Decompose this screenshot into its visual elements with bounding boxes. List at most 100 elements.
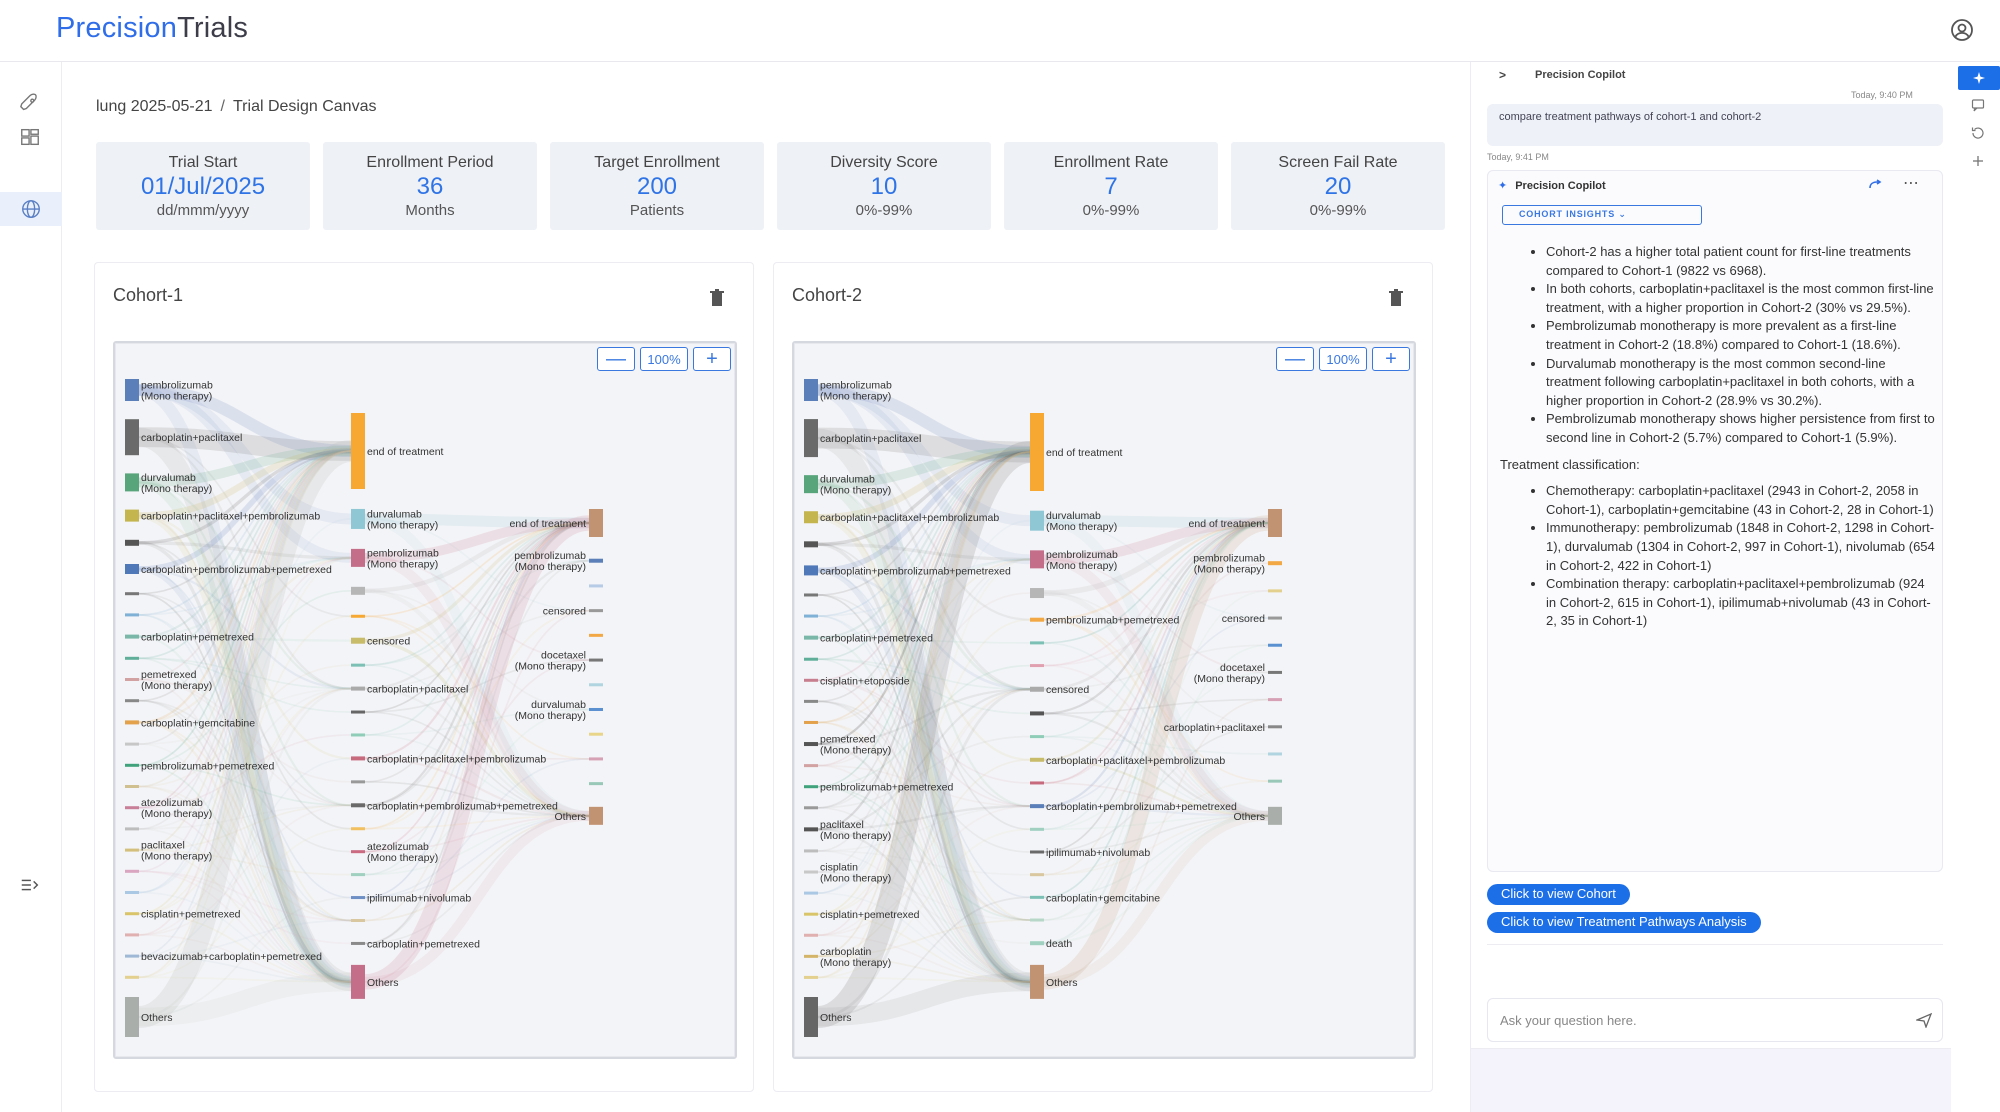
first-line-node[interactable] <box>125 720 139 725</box>
third-line-node[interactable] <box>589 806 603 825</box>
third-line-node[interactable] <box>1268 561 1282 566</box>
second-line-node[interactable] <box>351 413 365 489</box>
first-line-node[interactable] <box>125 975 139 979</box>
second-line-node[interactable] <box>1030 413 1044 491</box>
first-line-node[interactable] <box>804 419 818 458</box>
first-line-node[interactable] <box>125 848 139 852</box>
more-options-icon[interactable]: ⋯ <box>1903 175 1920 192</box>
second-line-node[interactable] <box>351 803 365 808</box>
second-line-node[interactable] <box>1030 588 1044 599</box>
first-line-node[interactable] <box>125 912 139 916</box>
second-line-node[interactable] <box>351 780 365 784</box>
second-line-node[interactable] <box>351 508 365 529</box>
first-line-node[interactable] <box>804 912 818 916</box>
copy-icon[interactable] <box>1868 179 1882 191</box>
second-line-node[interactable] <box>351 710 365 714</box>
first-line-node[interactable] <box>125 997 139 1037</box>
second-line-node[interactable] <box>1030 617 1044 622</box>
first-line-node[interactable] <box>125 634 139 639</box>
second-line-node[interactable] <box>351 873 365 877</box>
user-account-icon[interactable] <box>1950 18 1974 42</box>
first-line-node[interactable] <box>125 419 139 456</box>
third-line-node[interactable] <box>589 509 603 537</box>
second-line-node[interactable] <box>351 663 365 667</box>
first-line-node[interactable] <box>125 379 139 401</box>
second-line-node[interactable] <box>1030 510 1044 531</box>
second-line-node[interactable] <box>351 850 365 854</box>
first-line-node[interactable] <box>125 785 139 788</box>
third-line-node[interactable] <box>589 707 603 711</box>
third-line-node[interactable] <box>1268 643 1282 647</box>
second-line-node[interactable] <box>351 756 365 761</box>
second-line-node[interactable] <box>1030 918 1044 922</box>
second-line-node[interactable] <box>351 586 365 595</box>
first-line-node[interactable] <box>125 869 139 873</box>
third-line-node[interactable] <box>1268 509 1282 537</box>
first-line-node[interactable] <box>125 742 139 746</box>
third-line-node[interactable] <box>589 683 603 687</box>
second-line-node[interactable] <box>1030 873 1044 877</box>
first-line-node[interactable] <box>804 635 818 640</box>
first-line-node[interactable] <box>125 806 139 810</box>
nav-rocket[interactable] <box>15 90 45 116</box>
first-line-node[interactable] <box>125 539 139 546</box>
ask-question-input[interactable]: Ask your question here. <box>1487 998 1943 1042</box>
second-line-node[interactable] <box>351 941 365 945</box>
stat-diversity-score[interactable]: Diversity Score 10 0%-99% <box>777 142 991 230</box>
first-line-node[interactable] <box>804 827 818 832</box>
first-line-node[interactable] <box>804 699 818 703</box>
third-line-node[interactable] <box>589 558 603 563</box>
zoom-level[interactable]: 100% <box>640 347 688 371</box>
first-line-node[interactable] <box>125 699 139 703</box>
first-line-node[interactable] <box>804 785 818 789</box>
third-line-node[interactable] <box>1268 616 1282 620</box>
second-line-node[interactable] <box>1030 757 1044 762</box>
first-line-node[interactable] <box>804 614 818 618</box>
first-line-node[interactable] <box>804 593 818 597</box>
third-line-node[interactable] <box>1268 752 1282 756</box>
second-line-node[interactable] <box>1030 964 1044 999</box>
stat-enrollment-rate[interactable]: Enrollment Rate 7 0%-99% <box>1004 142 1218 230</box>
first-line-node[interactable] <box>804 933 818 937</box>
third-line-node[interactable] <box>589 633 603 637</box>
second-line-node[interactable] <box>1030 850 1044 854</box>
first-line-node[interactable] <box>804 742 818 747</box>
mini-chat[interactable] <box>1968 96 1988 114</box>
send-icon[interactable] <box>1916 1012 1932 1028</box>
stat-target-enrollment[interactable]: Target Enrollment 200 Patients <box>550 142 764 230</box>
mini-add[interactable] <box>1968 152 1988 170</box>
nav-expand[interactable] <box>15 872 45 898</box>
first-line-node[interactable] <box>804 997 818 1037</box>
sankey-canvas[interactable]: pembrolizumab(Mono therapy)carboplatin+p… <box>113 341 737 1059</box>
first-line-node[interactable] <box>125 678 139 681</box>
second-line-node[interactable] <box>1030 735 1044 739</box>
zoom-level[interactable]: 100% <box>1319 347 1367 371</box>
stat-screen-fail-rate[interactable]: Screen Fail Rate 20 0%-99% <box>1231 142 1445 230</box>
second-line-node[interactable] <box>351 733 365 737</box>
first-line-node[interactable] <box>804 511 818 524</box>
mini-history[interactable] <box>1968 124 1988 142</box>
view-cohort-button[interactable]: Click to view Cohort <box>1487 884 1630 905</box>
first-line-node[interactable] <box>804 870 818 874</box>
third-line-node[interactable] <box>589 584 603 588</box>
first-line-node[interactable] <box>804 764 818 768</box>
first-line-node[interactable] <box>804 541 818 548</box>
second-line-node[interactable] <box>1030 804 1044 809</box>
first-line-node[interactable] <box>804 475 818 494</box>
first-line-node[interactable] <box>804 975 818 979</box>
mini-copilot[interactable] <box>1958 66 2000 90</box>
third-line-node[interactable] <box>589 609 603 613</box>
second-line-node[interactable] <box>351 827 365 831</box>
zoom-out-button[interactable]: — <box>597 347 635 371</box>
second-line-node[interactable] <box>1030 781 1044 785</box>
first-line-node[interactable] <box>125 613 139 617</box>
second-line-node[interactable] <box>351 896 365 900</box>
first-line-node[interactable] <box>125 954 139 958</box>
third-line-node[interactable] <box>1268 670 1282 674</box>
third-line-node[interactable] <box>1268 779 1282 783</box>
first-line-node[interactable] <box>804 657 818 661</box>
zoom-out-button[interactable]: — <box>1276 347 1314 371</box>
first-line-node[interactable] <box>804 720 818 724</box>
first-line-node[interactable] <box>804 891 818 895</box>
delete-cohort-icon[interactable] <box>1388 289 1404 307</box>
